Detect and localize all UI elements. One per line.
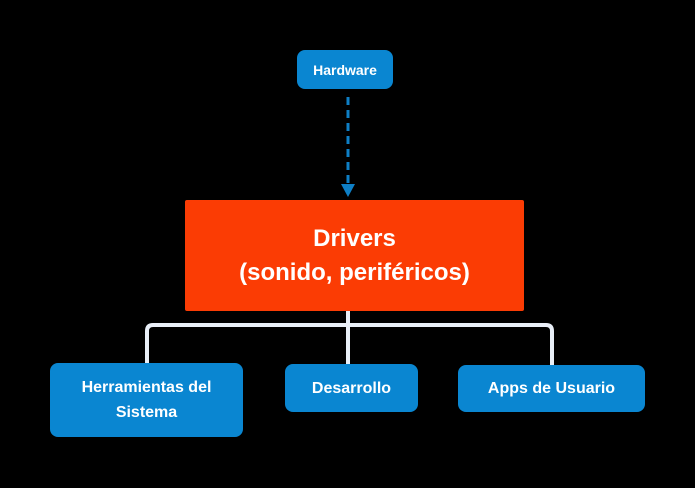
- node-desarrollo[interactable]: Desarrollo: [285, 364, 418, 412]
- node-drivers-title: Drivers: [313, 224, 396, 252]
- node-drivers-subtitle: (sonido, periféricos): [239, 258, 470, 286]
- drivers-to-children-connector: [145, 311, 554, 365]
- node-herramientas-del-sistema[interactable]: Herramientas del Sistema: [50, 363, 243, 437]
- node-drivers[interactable]: Drivers (sonido, periféricos): [185, 200, 524, 311]
- node-hardware[interactable]: Hardware: [297, 50, 393, 89]
- node-apps-de-usuario[interactable]: Apps de Usuario: [458, 365, 645, 412]
- arrowhead-down-icon: [341, 184, 355, 197]
- node-hardware-label: Hardware: [313, 61, 377, 78]
- node-apps-label: Apps de Usuario: [487, 380, 616, 397]
- node-desarrollo-label: Desarrollo: [311, 379, 392, 397]
- node-herramientas-label: Herramientas del Sistema: [81, 379, 212, 421]
